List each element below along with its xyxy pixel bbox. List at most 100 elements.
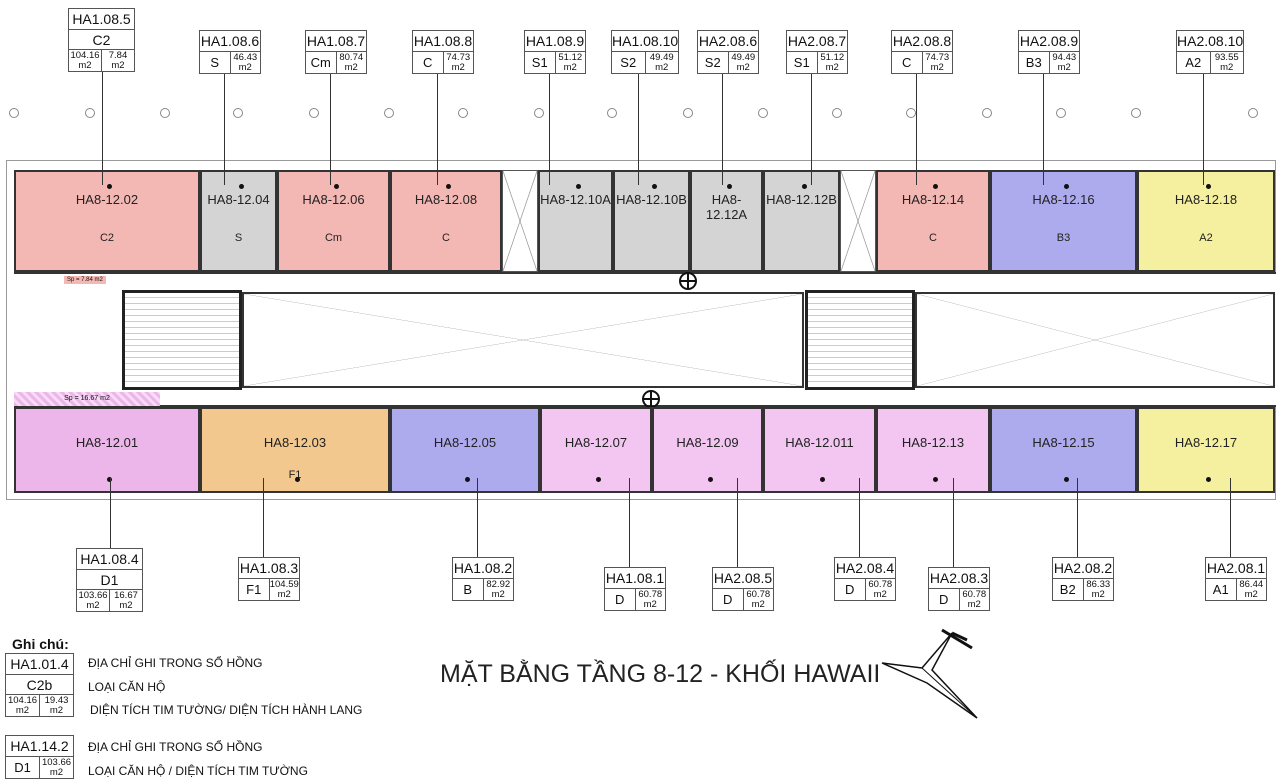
callout-leader-line bbox=[109, 478, 111, 548]
callout-code: HA1.08.10 bbox=[612, 31, 678, 52]
callout-area: 86.33 m2 bbox=[1082, 579, 1114, 600]
unit-label: HA8-12.011 bbox=[785, 435, 854, 450]
unit-label: HA8-12.05 bbox=[433, 435, 497, 450]
unit-type-tag: Cm bbox=[324, 232, 343, 244]
grid-axis-marker bbox=[832, 108, 842, 118]
callout-type: Cm bbox=[310, 54, 331, 70]
unit-label: HA8-12.13 bbox=[901, 435, 965, 450]
callout-leader-line bbox=[101, 72, 103, 185]
unit-marker bbox=[295, 477, 300, 482]
callout-code: HA2.08.8 bbox=[892, 31, 952, 52]
unit-marker bbox=[1063, 184, 1069, 189]
callout-code: HA2.08.6 bbox=[698, 31, 758, 52]
callout-leader-line bbox=[329, 74, 331, 185]
unit-ha8-12.13[interactable]: HA8-12.13 bbox=[876, 407, 990, 493]
callout-leader-line bbox=[548, 74, 550, 185]
unit-type-tag: S bbox=[234, 232, 243, 244]
callout-leader-line bbox=[736, 478, 738, 567]
unit-ha8-12.12b[interactable]: HA8-12.12B bbox=[763, 170, 840, 272]
callout-type: S2 bbox=[704, 54, 721, 70]
unit-label: HA8-12.18 bbox=[1174, 192, 1238, 207]
callout-code: HA1.08.3 bbox=[239, 558, 299, 579]
drawing-title: MẶT BẰNG TẦNG 8-12 - KHỐI HAWAII bbox=[440, 660, 881, 688]
callout-type: B3 bbox=[1025, 54, 1042, 70]
unit-type-tag: A2 bbox=[1199, 232, 1213, 244]
callout-code: HA2.08.5 bbox=[713, 568, 773, 589]
shaft-void bbox=[840, 170, 876, 272]
grid-axis-marker bbox=[1056, 108, 1066, 118]
unit-ha8-12.10a[interactable]: HA8-12.10A bbox=[538, 170, 613, 272]
legend-desc-type-area: LOẠI CĂN HỘ / DIỆN TÍCH TIM TƯỜNG bbox=[88, 764, 308, 778]
callout-area: 82.92 m2 bbox=[482, 579, 514, 600]
callout-corridor-area: 16.67 m2 bbox=[109, 590, 142, 611]
callout-code: HA1.08.2 bbox=[453, 558, 513, 579]
callout-leader-line bbox=[628, 478, 630, 567]
unit-ha8-12.011[interactable]: HA8-12.011 bbox=[763, 407, 876, 493]
callout-area: 49.49 m2 bbox=[727, 52, 759, 73]
unit-marker bbox=[1206, 184, 1211, 189]
grid-axis-marker bbox=[85, 108, 95, 118]
callout-area: 93.55 m2 bbox=[1209, 52, 1244, 73]
unit-label: HA8-12.06 bbox=[302, 192, 365, 207]
callout-code: HA1.08.7 bbox=[306, 31, 366, 52]
unit-ha8-12.15[interactable]: HA8-12.15 bbox=[990, 407, 1137, 493]
unit-ha8-12.05[interactable]: HA8-12.05 bbox=[390, 407, 540, 493]
grid-axis-marker bbox=[534, 108, 544, 118]
grid-axis-marker bbox=[384, 108, 394, 118]
north-arrow-icon bbox=[881, 628, 978, 719]
grid-axis-marker bbox=[233, 108, 243, 118]
callout-type: A2 bbox=[1185, 54, 1202, 70]
unit-marker bbox=[333, 184, 339, 189]
unit-ha8-12.01[interactable]: HA8-12.01 bbox=[14, 407, 200, 493]
callout-code: HA2.08.2 bbox=[1053, 558, 1113, 579]
callout-area: 86.44 m2 bbox=[1235, 579, 1267, 600]
unit-label: HA8-12.01 bbox=[75, 435, 139, 450]
grid-axis-marker bbox=[906, 108, 916, 118]
unit-marker bbox=[446, 184, 451, 189]
unit-ha8-12.12a[interactable]: HA8-12.12A bbox=[690, 170, 763, 272]
corridor-note-bottom: Sp = 16.67 m2 bbox=[14, 392, 160, 406]
callout-area: 74.73 m2 bbox=[921, 52, 953, 73]
unit-ha8-12.07[interactable]: HA8-12.07 bbox=[540, 407, 652, 493]
unit-label: HA8-12.04 bbox=[207, 192, 270, 207]
unit-ha8-12.09[interactable]: HA8-12.09 bbox=[652, 407, 763, 493]
unit-label: HA8-12.17 bbox=[1174, 435, 1238, 450]
axis-marker-top bbox=[679, 272, 697, 290]
callout-area: 60.78 m2 bbox=[864, 579, 896, 600]
unit-ha8-12.10b[interactable]: HA8-12.10B bbox=[613, 170, 690, 272]
callout-area: 80.74 m2 bbox=[335, 52, 367, 73]
callout-area: 104.59 m2 bbox=[268, 578, 299, 600]
grid-axis-marker bbox=[683, 108, 693, 118]
callout-leader-line bbox=[476, 478, 478, 557]
unit-ha8-12.17[interactable]: HA8-12.17 bbox=[1137, 407, 1275, 493]
unit-label: HA8-12.14 bbox=[901, 192, 965, 207]
